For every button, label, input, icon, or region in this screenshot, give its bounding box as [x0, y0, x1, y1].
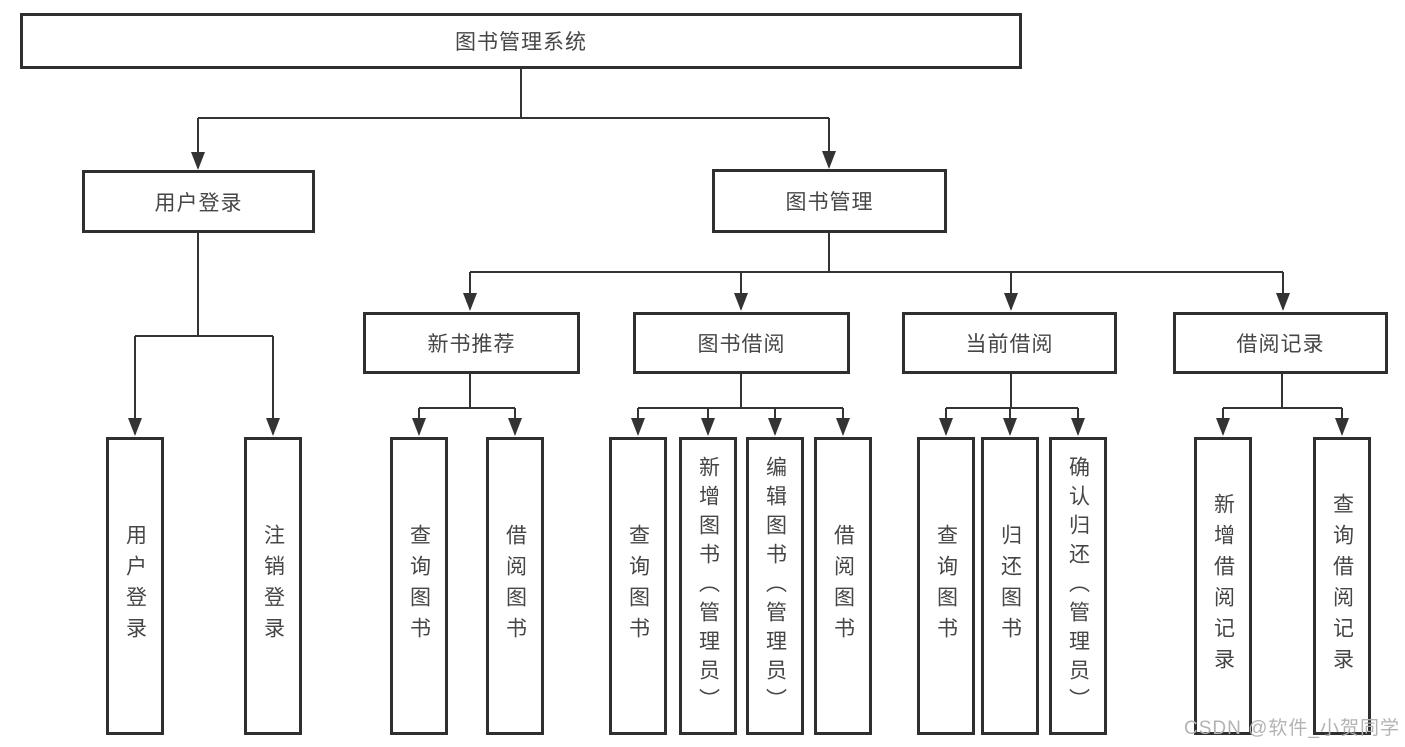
leaf-cb-query-book-label: 查询图书: [934, 524, 958, 648]
connector-login-to-leaves: [128, 233, 280, 436]
leaf-logout-label: 注销登录: [261, 524, 285, 648]
connector-newbook-to-leaves: [412, 374, 522, 436]
node-current-borrow-label: 当前借阅: [965, 333, 1054, 356]
node-book-management-label: 图书管理: [785, 191, 874, 214]
leaf-br-query-record: 查询借阅记录: [1313, 437, 1371, 735]
connector-bookmgmt-to-level3: [463, 233, 1290, 311]
leaf-nb-borrow-book-label: 借阅图书: [503, 524, 527, 648]
leaf-bb-query-book-label: 查询图书: [626, 524, 650, 648]
node-new-book-recommend-label: 新书推荐: [427, 333, 516, 356]
node-user-login: 用户登录: [82, 170, 315, 233]
node-book-management: 图书管理: [712, 169, 947, 233]
leaf-nb-query-book-label: 查询图书: [407, 524, 431, 648]
leaf-bb-query-book: 查询图书: [609, 437, 667, 735]
node-book-borrow: 图书借阅: [633, 312, 850, 374]
connector-borrowrecord-to-leaves: [1216, 374, 1349, 436]
leaf-bb-borrow-book-label: 借阅图书: [831, 524, 855, 648]
leaf-br-query-record-label: 查询借阅记录: [1330, 493, 1354, 679]
node-user-login-label: 用户登录: [154, 191, 243, 215]
leaf-cb-return-book: 归还图书: [981, 437, 1039, 735]
node-book-borrow-label: 图书借阅: [697, 333, 786, 356]
node-current-borrow: 当前借阅: [902, 312, 1117, 374]
leaf-br-add-record: 新增借阅记录: [1194, 437, 1252, 735]
leaf-nb-query-book: 查询图书: [390, 437, 448, 735]
leaf-cb-confirm-return-label: 确认归还（管理员）: [1066, 455, 1090, 717]
leaf-br-add-record-label: 新增借阅记录: [1211, 493, 1235, 679]
node-borrow-record-label: 借阅记录: [1236, 333, 1325, 356]
node-root: 图书管理系统: [20, 13, 1022, 69]
node-root-label: 图书管理系统: [455, 31, 587, 54]
node-borrow-record: 借阅记录: [1173, 312, 1388, 374]
connector-currentborrow-to-leaves: [939, 374, 1085, 436]
leaf-bb-add-book-label: 新增图书（管理员）: [696, 455, 720, 717]
leaf-user-login-label: 用户登录: [123, 524, 147, 648]
leaf-bb-edit-book: 编辑图书（管理员）: [746, 437, 804, 735]
leaf-bb-add-book: 新增图书（管理员）: [679, 437, 737, 735]
leaf-bb-borrow-book: 借阅图书: [814, 437, 872, 735]
leaf-cb-query-book: 查询图书: [917, 437, 975, 735]
leaf-user-login: 用户登录: [106, 437, 164, 735]
leaf-bb-edit-book-label: 编辑图书（管理员）: [763, 455, 787, 717]
leaf-nb-borrow-book: 借阅图书: [486, 437, 544, 735]
leaf-cb-confirm-return: 确认归还（管理员）: [1049, 437, 1107, 735]
connector-root-to-level2: [191, 69, 836, 170]
connector-bookborrow-to-leaves: [631, 374, 850, 436]
node-new-book-recommend: 新书推荐: [363, 312, 580, 374]
leaf-cb-return-book-label: 归还图书: [998, 524, 1022, 648]
leaf-logout: 注销登录: [244, 437, 302, 735]
